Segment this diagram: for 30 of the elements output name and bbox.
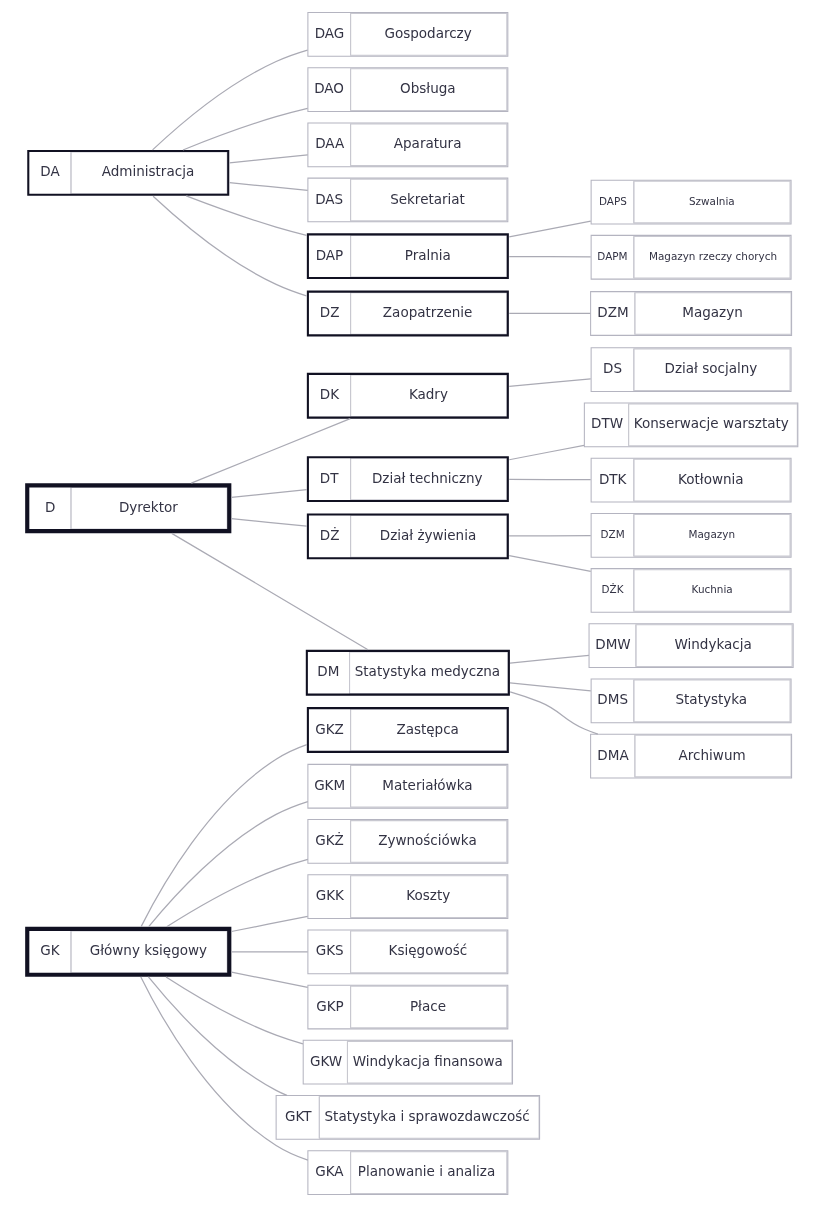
connector (230, 915, 309, 933)
connector (165, 976, 304, 1045)
connector (508, 555, 592, 572)
connector (230, 488, 308, 499)
connector (185, 195, 308, 236)
connector (509, 654, 590, 664)
connector (508, 312, 591, 315)
connector (508, 535, 592, 537)
connector (508, 444, 585, 461)
connector (230, 951, 309, 953)
connector (148, 800, 309, 928)
connector (230, 971, 309, 988)
connector (152, 195, 308, 297)
connector (508, 478, 592, 481)
connector (182, 107, 309, 151)
connector (509, 691, 599, 735)
connector (508, 378, 592, 388)
connector (228, 182, 309, 191)
connector (171, 532, 369, 651)
connector (230, 517, 308, 527)
connector (147, 976, 288, 1097)
connector (151, 49, 309, 151)
connector (508, 255, 592, 258)
connector (140, 743, 308, 928)
connector (509, 682, 592, 692)
connector (140, 976, 309, 1161)
connector (508, 220, 592, 238)
connector (228, 154, 309, 164)
connector (190, 418, 351, 484)
connector (166, 858, 309, 928)
